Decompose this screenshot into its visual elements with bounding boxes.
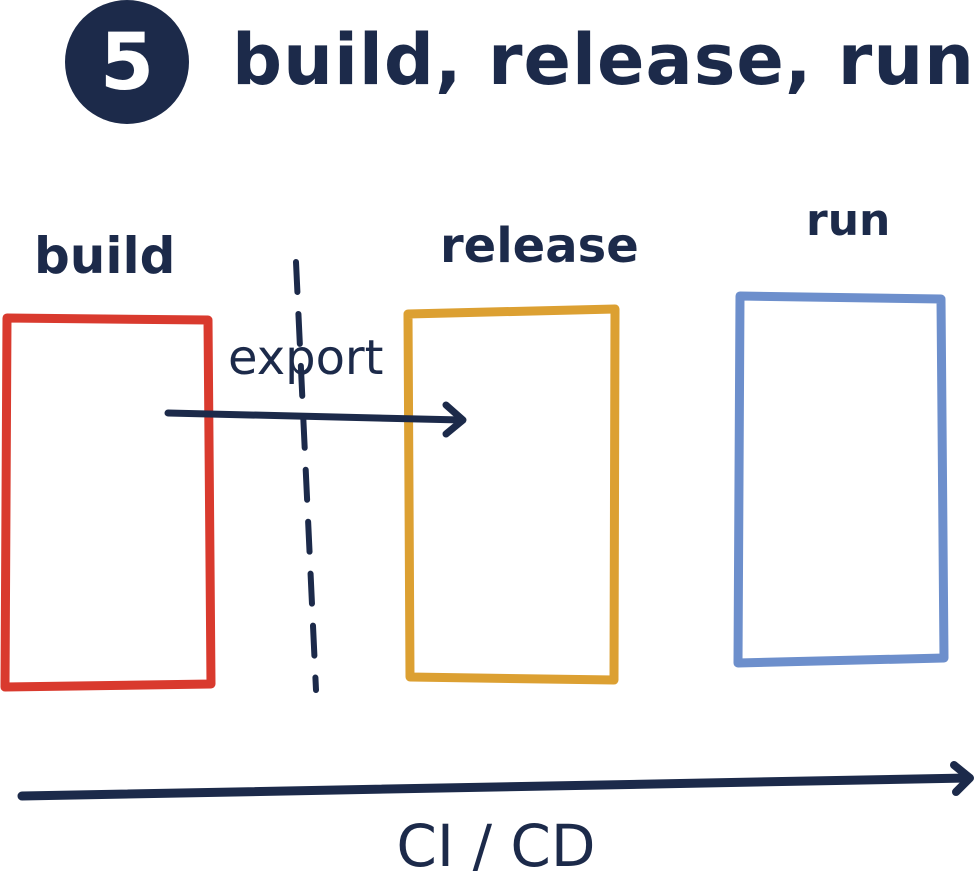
- timeline-label: CI / CD: [396, 812, 595, 871]
- export-arrow: [164, 401, 467, 438]
- run-label: run: [806, 195, 890, 246]
- run-box: [733, 291, 949, 668]
- export-label: export: [228, 330, 383, 386]
- release-label: release: [440, 218, 639, 274]
- release-box: [403, 304, 620, 685]
- timeline-arrow-shaft: [17, 773, 973, 801]
- build-box: [0, 313, 216, 692]
- build-label: build: [34, 227, 175, 285]
- step-badge-circle: [65, 0, 189, 124]
- export-arrow-head: [442, 401, 467, 438]
- step-badge-number: 5: [100, 18, 154, 108]
- timeline-arrow: [17, 761, 974, 801]
- timeline-arrow-head: [950, 761, 974, 796]
- step-badge: 5: [65, 0, 189, 124]
- dashed-divider: [293, 259, 319, 693]
- export-arrow-shaft: [164, 409, 466, 424]
- page-title: build, release, run: [232, 19, 975, 101]
